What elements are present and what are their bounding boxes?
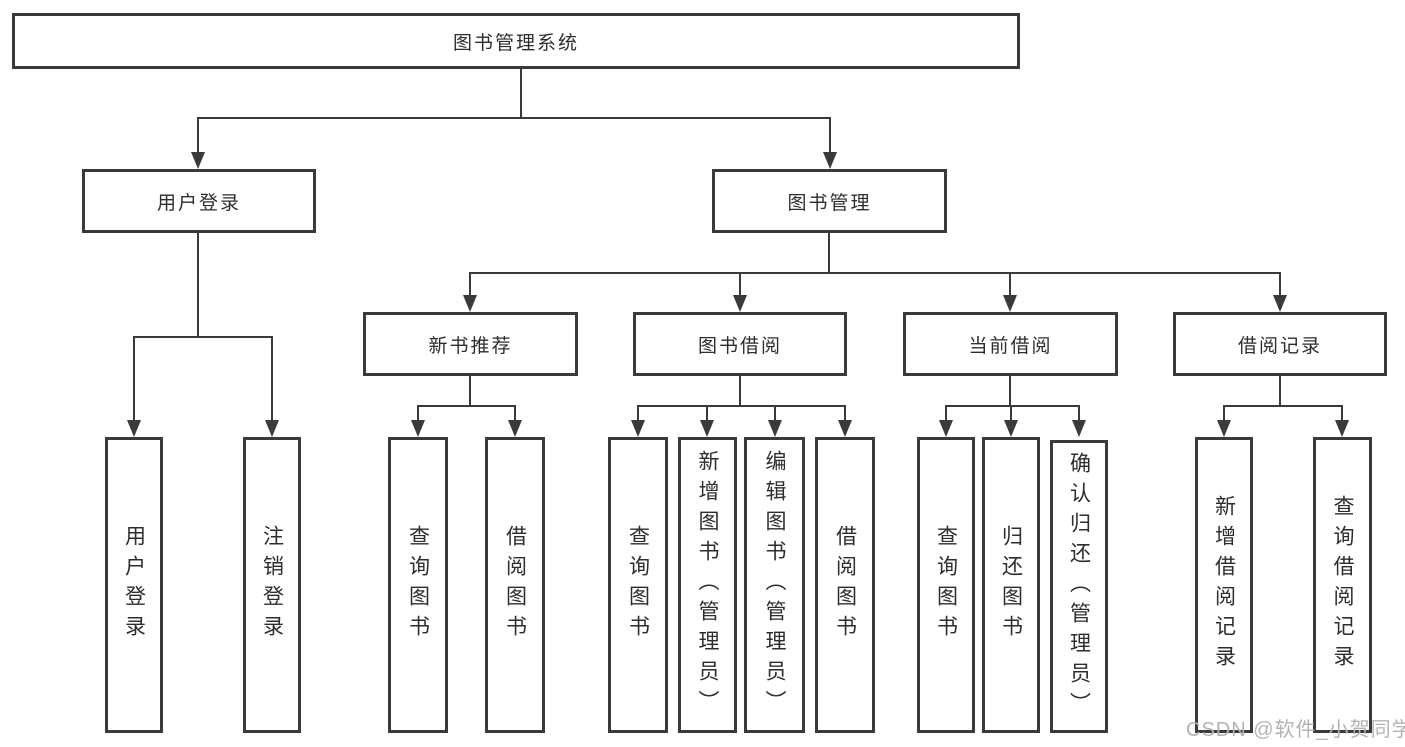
level2-connector-line [197,117,831,119]
drop-line-leaf [945,405,947,422]
arrow-down-icon [463,295,477,312]
arrow-down-icon [838,420,852,437]
node-new-book-recommend-label: 新书推荐 [428,335,513,357]
node-user-login: 用户登录 [82,169,316,233]
drop-line-leaf [774,405,776,422]
book-management-stem-line [828,233,830,272]
arrow-down-icon [411,420,425,437]
leaf-query-borrow-record: 查询借阅记录 [1313,437,1372,733]
drop-line-leaf [637,405,639,422]
leaf-add-books-admin: 新增图书（管理员） [678,437,737,733]
arrow-down-icon [631,420,645,437]
leaf-confirm-return-admin: 确认归还（管理员） [1050,440,1108,733]
arrow-down-icon [191,152,205,169]
borrow-records-connector-line [1223,405,1343,407]
node-book-borrow: 图书借阅 [633,312,847,376]
current-borrow-connector-line [945,405,1080,407]
leaf-logout-login-label: 注销登录 [260,525,284,645]
user-login-connector-line [133,336,273,338]
drop-line-login-leaf [133,336,135,422]
arrow-down-icon [700,420,714,437]
node-new-book-recommend: 新书推荐 [363,312,578,376]
leaf-add-books-admin-label: 新增图书（管理员） [696,450,719,720]
leaf-user-login-label: 用户登录 [122,525,146,645]
root-stem-line [520,69,522,117]
drop-line-leaf [1223,405,1225,422]
drop-line-current-borrow [1009,272,1011,297]
borrow-records-stem-line [1279,376,1281,405]
node-borrow-records-label: 借阅记录 [1237,335,1322,357]
arrow-down-icon [1072,420,1086,437]
arrow-down-icon [1003,295,1017,312]
drop-line-logout-leaf [271,336,273,422]
leaf-borrow-books: 借阅图书 [815,437,875,733]
node-current-borrow-label: 当前借阅 [968,335,1053,357]
drop-line-new-book [469,272,471,297]
new-book-stem-line [469,376,471,405]
node-root: 图书管理系统 [12,13,1020,69]
node-book-borrow-label: 图书借阅 [697,335,782,357]
arrow-down-icon [733,295,747,312]
arrow-down-icon [127,420,141,437]
node-root-label: 图书管理系统 [452,32,579,54]
leaf-borrow-books-recommend-label: 借阅图书 [503,525,527,645]
drop-line-book-borrow [739,272,741,297]
leaf-query-borrow-record-label: 查询借阅记录 [1331,495,1354,675]
node-book-management-label: 图书管理 [787,192,872,214]
arrow-down-icon [1004,420,1018,437]
drop-line-leaf [1078,405,1080,422]
arrow-down-icon [1335,420,1349,437]
new-book-connector-line [417,405,516,407]
leaf-return-books-label: 归还图书 [999,525,1023,645]
leaf-edit-books-admin: 编辑图书（管理员） [744,437,805,733]
drop-line-leaf [1010,405,1012,422]
drop-line-leaf [706,405,708,422]
arrow-down-icon [265,420,279,437]
leaf-return-books: 归还图书 [982,437,1040,733]
level3-connector-line [469,272,1281,274]
csdn-watermark: CSDN @软件_小贺同学 [1186,719,1405,741]
node-borrow-records: 借阅记录 [1173,312,1387,376]
leaf-add-borrow-record-label: 新增借阅记录 [1212,495,1236,675]
leaf-query-books-borrow: 查询图书 [608,437,668,733]
arrow-down-icon [508,420,522,437]
node-current-borrow: 当前借阅 [903,312,1118,376]
leaf-borrow-books-label: 借阅图书 [833,525,857,645]
arrow-down-icon [1273,295,1287,312]
drop-line-leaf [417,405,419,422]
leaf-query-books-recommend-label: 查询图书 [406,525,430,645]
drop-line-borrow-records [1279,272,1281,297]
drop-line-book-management [829,117,831,154]
drop-line-user-login [197,117,199,154]
leaf-query-books-borrow-label: 查询图书 [626,525,650,645]
drop-line-leaf [514,405,516,422]
arrow-down-icon [768,420,782,437]
leaf-query-books-current: 查询图书 [917,437,975,733]
node-user-login-label: 用户登录 [156,192,241,214]
drop-line-leaf [1341,405,1343,422]
arrow-down-icon [939,420,953,437]
leaf-edit-books-admin-label: 编辑图书（管理员） [763,450,786,720]
arrow-down-icon [1217,420,1231,437]
leaf-query-books-current-label: 查询图书 [934,525,958,645]
node-book-management: 图书管理 [712,169,947,233]
leaf-query-books-recommend: 查询图书 [388,437,448,733]
leaf-confirm-return-admin-label: 确认归还（管理员） [1067,451,1091,722]
book-borrow-stem-line [739,376,741,405]
leaf-logout-login: 注销登录 [243,437,301,733]
book-borrow-connector-line [637,405,846,407]
leaf-add-borrow-record: 新增借阅记录 [1195,437,1253,733]
user-login-stem-line [197,233,199,336]
drop-line-leaf [844,405,846,422]
leaf-borrow-books-recommend: 借阅图书 [485,437,545,733]
arrow-down-icon [823,152,837,169]
current-borrow-stem-line [1009,376,1011,405]
leaf-user-login: 用户登录 [105,437,163,733]
